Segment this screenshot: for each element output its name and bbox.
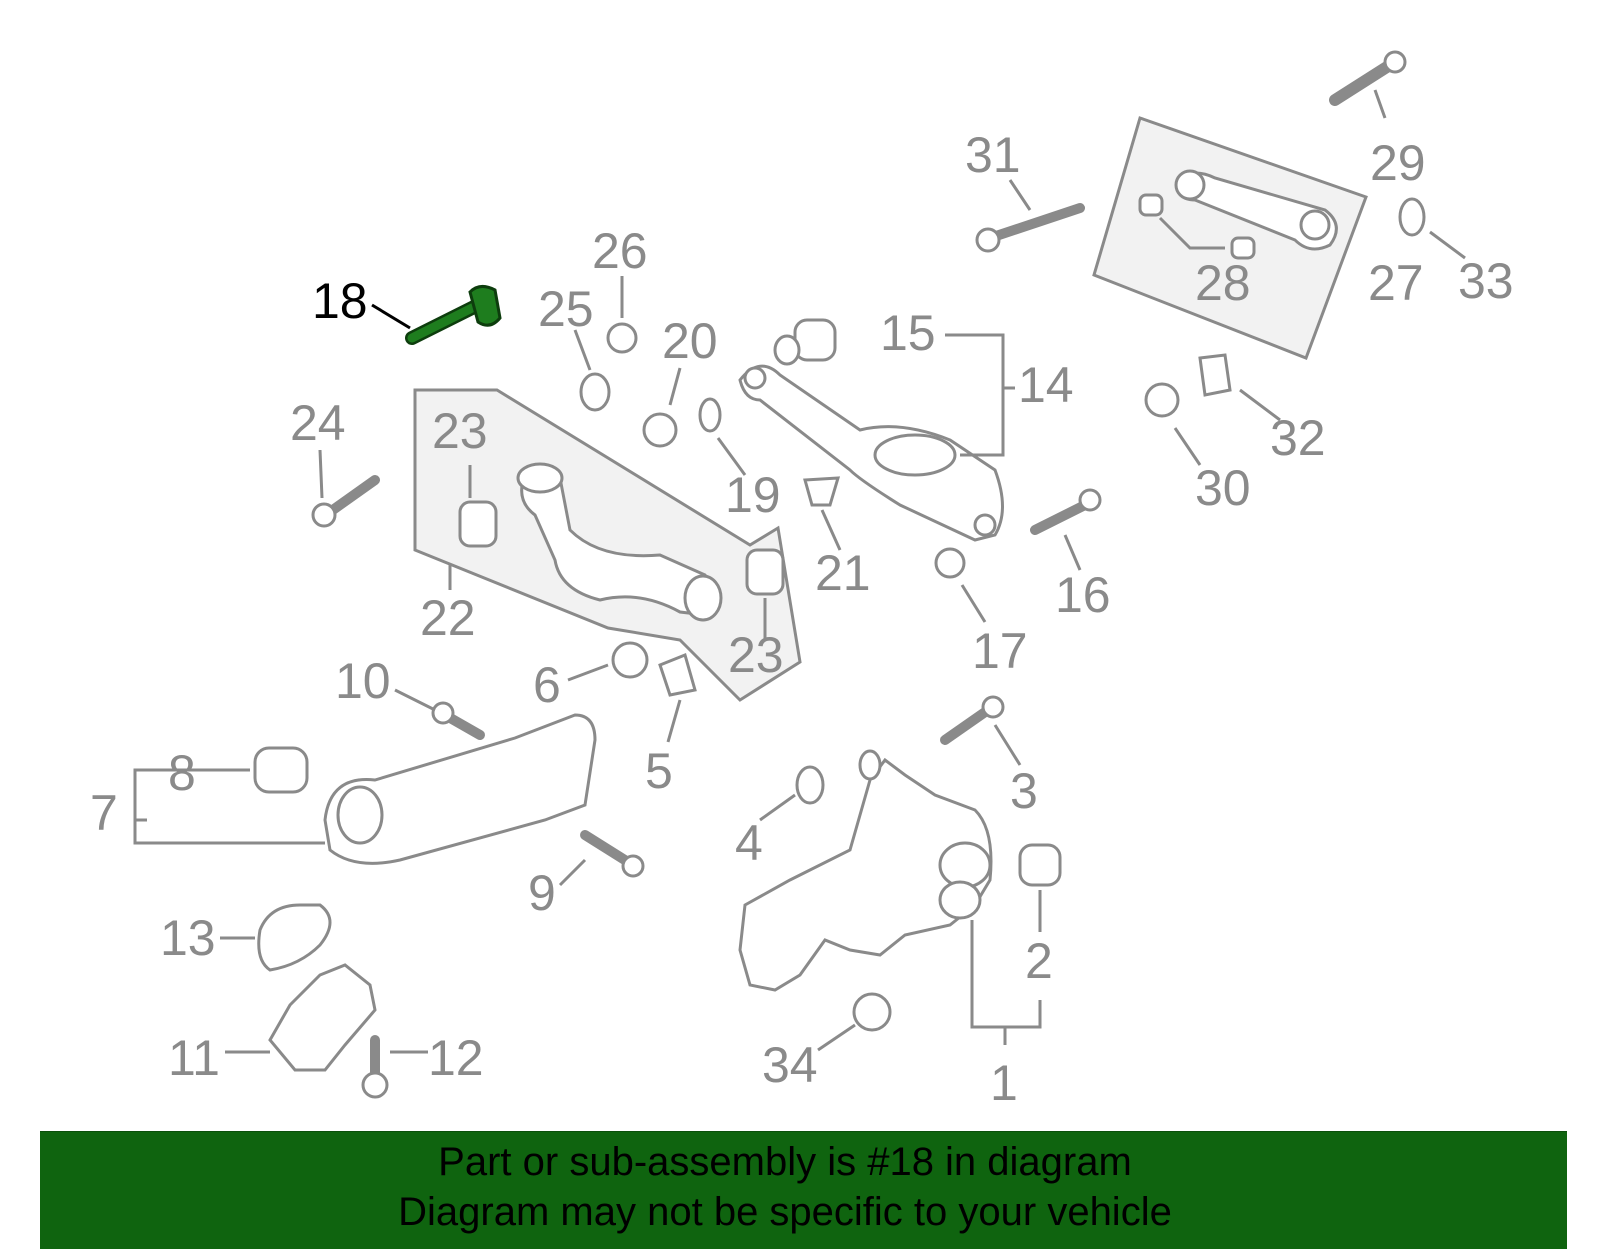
part-28-bushing-a — [1138, 193, 1164, 217]
part-7-trailing-arm — [253, 713, 597, 865]
part-23-bushing-b — [745, 548, 785, 596]
callout-24: 24 — [290, 395, 346, 451]
upper-link-bushing-a — [1174, 169, 1206, 201]
callout-10: 10 — [335, 653, 391, 709]
part-13-cover — [257, 903, 332, 972]
callout-15: 15 — [880, 305, 936, 361]
callout-25: 25 — [538, 281, 594, 337]
callout-22: 22 — [420, 590, 476, 646]
part-20-nut — [642, 412, 678, 448]
callout-28: 28 — [1195, 255, 1251, 311]
part-28-bushing-b — [1230, 236, 1256, 260]
callout-21: 21 — [815, 545, 871, 601]
callout-34: 34 — [762, 1037, 818, 1093]
part-9-bolt — [558, 830, 645, 887]
part-30-nut — [1144, 382, 1180, 418]
callout-32: 32 — [1270, 410, 1326, 466]
part-5-plate — [658, 652, 697, 697]
part-29-bolt — [1329, 50, 1407, 119]
callout-8: 8 — [168, 745, 196, 801]
callout-17: 17 — [972, 623, 1028, 679]
callout-13: 13 — [160, 910, 216, 966]
part-23-bushing-a — [458, 500, 498, 548]
part-22-group — [413, 388, 802, 702]
part-24-bolt — [311, 449, 380, 528]
callout-23-a: 23 — [432, 403, 488, 459]
part-31-bolt — [975, 179, 1085, 253]
callout-9: 9 — [528, 865, 556, 921]
callout-5: 5 — [645, 743, 673, 799]
part-11-bracket — [268, 963, 377, 1072]
callout-12: 12 — [428, 1030, 484, 1086]
part-34-nut — [852, 992, 892, 1032]
part-4-washer — [795, 765, 825, 805]
part-28-leader — [1158, 216, 1225, 250]
callout-1: 1 — [990, 1055, 1018, 1111]
callout-31: 31 — [965, 127, 1021, 183]
callout-33: 33 — [1458, 253, 1514, 309]
part-12-bolt — [361, 1035, 428, 1099]
part-22-box — [413, 388, 802, 702]
part-15-bushing — [773, 318, 837, 366]
callout-19: 19 — [725, 467, 781, 523]
part-33-ring — [1398, 197, 1426, 237]
callout-2: 2 — [1025, 933, 1053, 989]
callout-27: 27 — [1368, 255, 1424, 311]
callout-30: 30 — [1195, 460, 1251, 516]
part-25-ring — [579, 372, 611, 412]
part-26-nut — [606, 322, 638, 354]
part-14-lower-arm — [738, 364, 1004, 542]
part-27-group — [1092, 116, 1368, 360]
callout-3: 3 — [1010, 763, 1038, 819]
banner-line-disclaimer: Diagram may not be specific to your vehi… — [398, 1190, 1172, 1234]
callout-23-b: 23 — [728, 627, 784, 683]
callout-4: 4 — [735, 815, 763, 871]
part-17-nut — [934, 547, 966, 579]
callout-7: 7 — [90, 785, 118, 841]
callout-29: 29 — [1370, 135, 1426, 191]
part-10-bolt — [394, 688, 485, 740]
part-32-plate — [1198, 353, 1232, 397]
banner-line-part-info: Part or sub-assembly is #18 in diagram — [438, 1140, 1132, 1184]
part-16-bolt — [1030, 488, 1102, 571]
part-18-bolt-highlighted — [371, 285, 502, 345]
part-27-box — [1092, 116, 1368, 360]
callout-6: 6 — [533, 657, 561, 713]
callout-14: 14 — [1018, 357, 1074, 413]
upper-link-bushing-b — [1299, 209, 1331, 241]
part-1-knuckle — [738, 749, 993, 992]
part-8-bushing — [253, 746, 309, 794]
callout-16: 16 — [1055, 567, 1111, 623]
callout-18: 18 — [312, 273, 368, 329]
part-19-washer — [698, 397, 722, 433]
part-2-bushing — [1018, 843, 1062, 887]
part-6-nut — [611, 641, 649, 679]
part-21-clip — [803, 476, 841, 507]
callout-26: 26 — [592, 223, 648, 279]
info-banner: Part or sub-assembly is #18 in diagram D… — [40, 1131, 1567, 1249]
callout-20: 20 — [662, 313, 718, 369]
callout-11: 11 — [168, 1030, 220, 1086]
part-3-bolt — [940, 695, 1022, 766]
